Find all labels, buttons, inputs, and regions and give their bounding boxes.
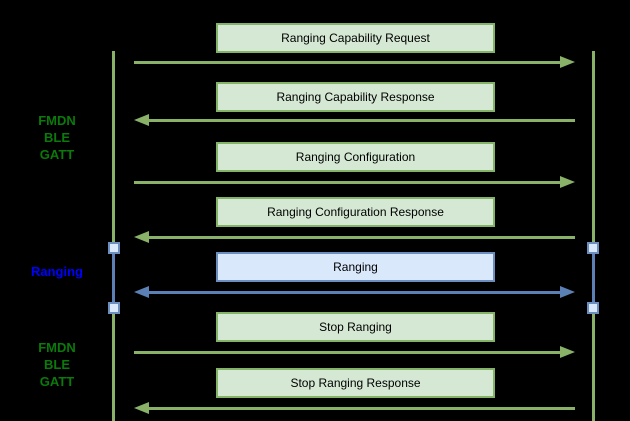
message-label: Ranging Capability Response xyxy=(276,90,435,104)
arrow-right-icon xyxy=(134,176,575,188)
arrow-right-icon xyxy=(134,56,575,68)
phase-label-ranging: Ranging xyxy=(8,263,106,280)
arrow-right-icon xyxy=(134,346,575,358)
message-box-stop-ranging: Stop Ranging xyxy=(216,312,495,342)
lifeline-left xyxy=(112,51,115,421)
message-label: Stop Ranging Response xyxy=(290,376,421,390)
message-label: Ranging Capability Request xyxy=(281,31,430,45)
phase-label-line: FMDN xyxy=(38,340,76,355)
activation-square xyxy=(108,302,120,314)
message-label: Ranging xyxy=(333,260,378,274)
activation-square xyxy=(587,302,599,314)
arrow-left-icon xyxy=(134,231,575,243)
phase-label-line: BLE xyxy=(44,357,70,372)
phase-label-fmdn-gatt-bottom: FMDN BLE GATT xyxy=(8,339,106,390)
message-label: Ranging Configuration xyxy=(295,150,416,164)
message-box-stop-ranging-response: Stop Ranging Response xyxy=(216,368,495,398)
message-box-ranging-capability-response: Ranging Capability Response xyxy=(216,82,495,112)
phase-label-line: GATT xyxy=(39,374,75,389)
lifeline-right xyxy=(592,51,595,421)
ranging-phase-segment-right xyxy=(592,249,595,308)
arrow-bidirectional-icon xyxy=(134,286,575,298)
arrow-left-icon xyxy=(134,402,575,414)
message-box-ranging-capability-request: Ranging Capability Request xyxy=(216,23,495,53)
arrow-left-icon xyxy=(134,114,575,126)
message-label: Ranging Configuration Response xyxy=(267,205,444,219)
phase-label-line: Ranging xyxy=(31,264,83,279)
phase-label-line: GATT xyxy=(39,147,75,162)
activation-square xyxy=(587,242,599,254)
message-box-ranging-configuration-response: Ranging Configuration Response xyxy=(216,197,495,227)
activation-square xyxy=(108,242,120,254)
ranging-phase-segment-left xyxy=(112,249,115,308)
message-box-ranging: Ranging xyxy=(216,252,495,282)
phase-label-line: BLE xyxy=(44,130,70,145)
phase-label-line: FMDN xyxy=(38,113,76,128)
message-label: Stop Ranging xyxy=(319,320,392,334)
message-box-ranging-configuration: Ranging Configuration xyxy=(216,142,495,172)
phase-label-fmdn-gatt-top: FMDN BLE GATT xyxy=(8,112,106,163)
